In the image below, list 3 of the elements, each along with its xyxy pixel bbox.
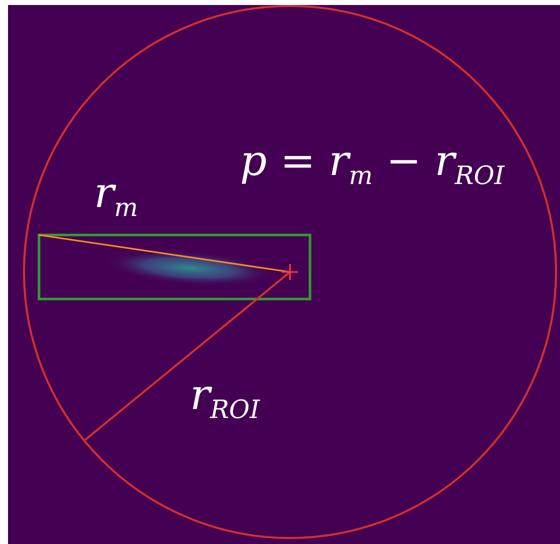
radius-label: r$_{m}$ [94, 172, 138, 220]
radius-label: r$_{ROI}$ [190, 374, 260, 422]
formula: p = r$_{m}$ − r$_{ROI}$ [240, 140, 504, 188]
